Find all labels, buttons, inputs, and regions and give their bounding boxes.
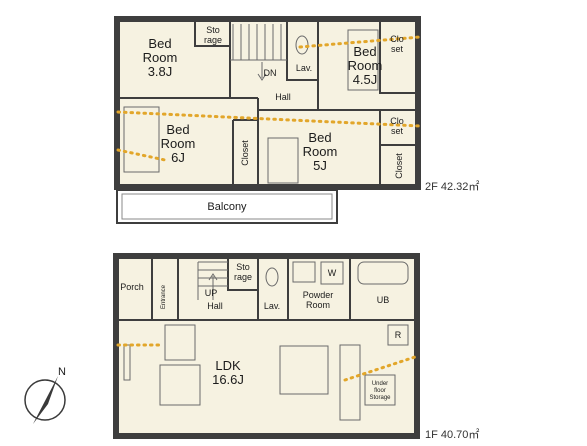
washer xyxy=(320,261,344,285)
balcony-label: Balcony xyxy=(207,201,247,213)
wall-hall xyxy=(257,80,319,187)
first-floor-outer-wall xyxy=(113,253,420,439)
bed5-label-3: 5J xyxy=(313,158,327,173)
fridge-box xyxy=(387,324,409,346)
light-path-1f-right xyxy=(343,354,420,382)
sink-powder xyxy=(292,261,316,283)
wall-closet-left xyxy=(232,119,258,187)
closet-right1-label-2: set xyxy=(391,126,404,136)
closet-top-label-2: set xyxy=(391,44,404,54)
entrance-label: Entrance xyxy=(161,284,167,309)
washer-label: W xyxy=(328,268,337,278)
balcony-inner xyxy=(121,193,333,220)
storage1-label-1: Sto xyxy=(236,262,250,272)
bathtub xyxy=(357,261,409,285)
tatami-grid xyxy=(164,324,196,361)
bed45-label-3: 4.5J xyxy=(353,72,378,87)
closet-right1-label-1: Clo xyxy=(390,116,404,126)
storage2-label-2: rage xyxy=(204,35,222,45)
bed45-label-1: Bed xyxy=(353,44,376,59)
underfloor-label-2: floor xyxy=(374,388,386,394)
bed6-label-1: Bed xyxy=(166,122,189,137)
closet-left-label: Closet xyxy=(240,140,250,166)
porch-label: Porch xyxy=(120,282,144,292)
dining-table xyxy=(279,345,329,395)
ldk-label-1: LDK xyxy=(215,358,241,373)
compass-ring xyxy=(24,379,66,421)
first-floor-area: 1F 40.70㎡ xyxy=(425,428,479,441)
first-floor-fill xyxy=(116,256,417,436)
lav2-label: Lav. xyxy=(296,63,312,73)
bed5-label-1: Bed xyxy=(308,130,331,145)
bed6-bed xyxy=(123,106,160,173)
underfloor-box xyxy=(364,374,396,406)
bed6-label-3: 6J xyxy=(171,150,185,165)
bed5-label-2: Room xyxy=(303,144,338,159)
stair-1f xyxy=(197,261,228,300)
light-path-2f-middle xyxy=(116,110,422,128)
bed6-label-2: Room xyxy=(161,136,196,151)
underfloor-label-3: Storage xyxy=(369,395,391,401)
up-label: UP xyxy=(205,288,218,298)
ub-label: UB xyxy=(377,295,390,305)
sofa-area xyxy=(159,364,201,406)
hall2-label: Hall xyxy=(275,92,291,102)
fridge-label: R xyxy=(395,330,402,340)
wall-lav2 xyxy=(286,19,319,81)
stair-2f xyxy=(230,24,287,81)
storage2-label-1: Sto xyxy=(206,25,220,35)
wall-closet-top xyxy=(379,19,418,94)
kitchen-counter xyxy=(339,344,361,421)
toilet-1f xyxy=(265,267,279,287)
lav1-label: Lav. xyxy=(264,301,280,311)
compass-north-label: N xyxy=(58,366,66,378)
north-arrow-icon xyxy=(33,376,58,424)
bed45-label-2: Room xyxy=(348,58,383,73)
closet-right2-label: Closet xyxy=(394,153,404,179)
bed45-bed xyxy=(347,29,379,91)
wall-storage xyxy=(194,19,230,47)
bed38-label-3: 3.8J xyxy=(148,64,173,79)
light-path-2f-left xyxy=(116,148,167,162)
closet-top-label-1: Clo xyxy=(390,34,404,44)
light-path-2f-top xyxy=(298,35,422,49)
hall1-label: Hall xyxy=(207,301,223,311)
bed38-label-2: Room xyxy=(143,50,178,65)
storage1-label-2: rage xyxy=(234,272,252,282)
ldk-label-2: 16.6J xyxy=(212,372,244,387)
underfloor-label-1: Under xyxy=(372,381,388,387)
bed5-desk xyxy=(267,137,299,184)
balcony-rail xyxy=(116,189,338,224)
bed38-label-1: Bed xyxy=(148,36,171,51)
dn-label: DN xyxy=(264,68,277,78)
powder-label-1: Powder xyxy=(303,290,334,300)
second-floor-area: 2F 42.32㎡ xyxy=(425,180,479,193)
compass: N xyxy=(24,366,66,424)
powder-label-2: Room xyxy=(306,300,330,310)
first-floor: Porch Entrance UP Hall Sto rage Lav. W P… xyxy=(113,253,479,441)
second-floor: Bed Room 3.8J Sto rage DN Lav. Bed Room … xyxy=(114,16,479,224)
